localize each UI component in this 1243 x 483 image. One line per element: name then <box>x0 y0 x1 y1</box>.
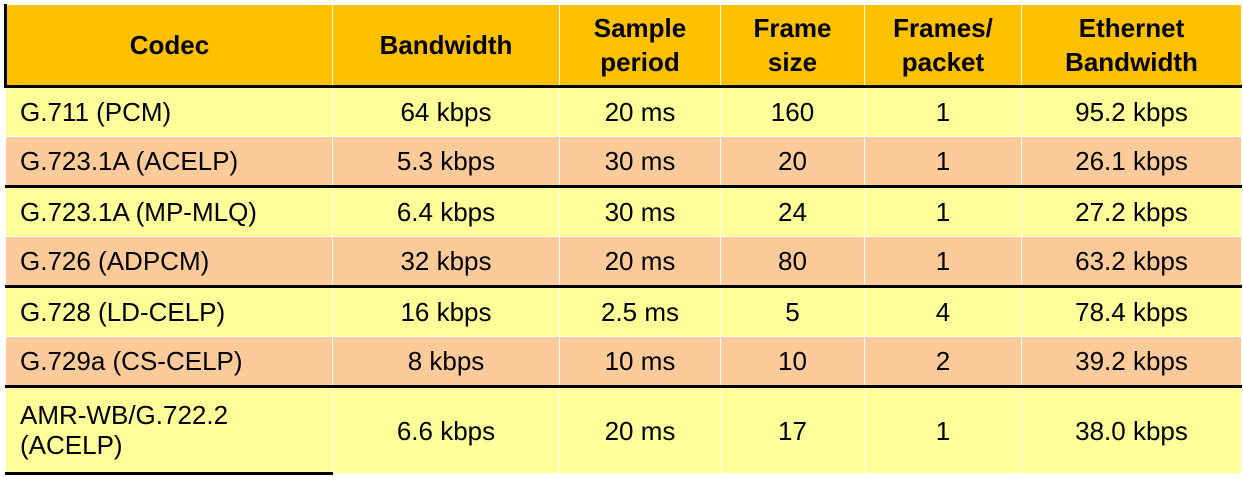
frame-size-cell: 17 <box>720 385 865 474</box>
ethernet-bandwidth-cell: 95.2 kbps <box>1021 86 1242 137</box>
header-bandwidth: Bandwidth <box>332 4 560 88</box>
codec-cell: G.729a (CS-CELP) <box>5 336 333 387</box>
bandwidth-cell: 8 kbps <box>332 336 560 387</box>
bandwidth-cell: 6.4 kbps <box>332 185 560 237</box>
sample-period-cell: 20 ms <box>559 385 721 474</box>
codec-cell: G.728 (LD-CELP) <box>5 285 333 337</box>
codec-cell: G.723.1A (ACELP) <box>5 136 333 187</box>
frame-size-cell: 80 <box>720 236 865 287</box>
bandwidth-cell: 6.6 kbps <box>332 385 560 474</box>
table-row: G.729a (CS-CELP) 8 kbps 10 ms 10 2 39.2 … <box>5 336 1242 387</box>
frame-size-cell: 5 <box>720 285 865 337</box>
header-frames-per-packet-line-1: Frames/ <box>893 13 993 43</box>
header-frame-size-line-1: Frame <box>753 13 832 43</box>
codec-cell: G.723.1A (MP-MLQ) <box>5 185 333 237</box>
frames-per-packet-cell: 1 <box>864 185 1022 237</box>
frames-per-packet-cell: 4 <box>864 285 1022 337</box>
ethernet-bandwidth-cell: 63.2 kbps <box>1021 236 1242 287</box>
header-frames-per-packet: Frames/packet <box>864 4 1022 88</box>
header-bandwidth-line-1: Bandwidth <box>379 30 513 60</box>
table-row: G.711 (PCM) 64 kbps 20 ms 160 1 95.2 kbp… <box>5 86 1242 137</box>
table-row: AMR-WB/G.722.2(ACELP) 6.6 kbps 20 ms 17 … <box>5 385 1242 475</box>
header-row: Codec Bandwidth Sample period Frame size F… <box>4 4 1242 88</box>
codec-cell: AMR-WB/G.722.2(ACELP) <box>5 385 333 475</box>
frames-per-packet-cell: 1 <box>864 385 1022 474</box>
bandwidth-cell: 64 kbps <box>332 86 560 137</box>
sample-period-cell: 2.5 ms <box>559 285 721 337</box>
header-ethernet-bandwidth-line-1: Ethernet <box>1078 13 1185 43</box>
bandwidth-cell: 5.3 kbps <box>332 136 560 187</box>
codec-cell: G.726 (ADPCM) <box>5 236 333 287</box>
table-row: G.723.1A (MP-MLQ) 6.4 kbps 30 ms 24 1 27… <box>5 185 1242 237</box>
table-row: G.728 (LD-CELP) 16 kbps 2.5 ms 5 4 78.4 … <box>5 285 1242 337</box>
frames-per-packet-cell: 1 <box>864 136 1022 187</box>
sample-period-cell: 20 ms <box>559 86 721 137</box>
frame-size-cell: 10 <box>720 336 865 387</box>
header-codec-line-1: Codec <box>129 30 210 60</box>
sample-period-cell: 30 ms <box>559 136 721 187</box>
ethernet-bandwidth-cell: 39.2 kbps <box>1021 336 1242 387</box>
frame-size-cell: 20 <box>720 136 865 187</box>
ethernet-bandwidth-cell: 78.4 kbps <box>1021 285 1242 337</box>
header-frame-size: Frame size <box>720 4 865 88</box>
header-sample-period-line-1: Sample <box>593 13 687 43</box>
table-row: G.726 (ADPCM) 32 kbps 20 ms 80 1 63.2 kb… <box>5 236 1242 287</box>
sample-period-cell: 10 ms <box>559 336 721 387</box>
codec-cell-line-1: AMR-WB/G.722.2 <box>20 400 229 430</box>
header-codec: Codec <box>4 4 333 88</box>
sample-period-cell: 30 ms <box>559 185 721 237</box>
frame-size-cell: 24 <box>720 185 865 237</box>
bandwidth-cell: 16 kbps <box>332 285 560 337</box>
ethernet-bandwidth-cell: 38.0 kbps <box>1021 385 1242 474</box>
sample-period-cell: 20 ms <box>559 236 721 287</box>
frames-per-packet-cell: 1 <box>864 236 1022 287</box>
header-frame-size-line-2: size <box>767 47 818 77</box>
header-frames-per-packet-line-2: packet <box>901 47 985 77</box>
codec-bandwidth-table: Codec Bandwidth Sample period Frame size F… <box>4 4 1242 475</box>
header-ethernet-bandwidth-line-2: Bandwidth <box>1065 47 1198 77</box>
header-sample-period-line-2: period <box>600 47 680 77</box>
table-row: G.723.1A (ACELP) 5.3 kbps 30 ms 20 1 26.… <box>5 136 1242 187</box>
frames-per-packet-cell: 2 <box>864 336 1022 387</box>
frame-size-cell: 160 <box>720 86 865 137</box>
bandwidth-cell: 32 kbps <box>332 236 560 287</box>
ethernet-bandwidth-cell: 27.2 kbps <box>1021 185 1242 237</box>
frames-per-packet-cell: 1 <box>864 86 1022 137</box>
codec-cell-line-2: (ACELP) <box>20 430 123 460</box>
codec-cell: G.711 (PCM) <box>5 86 333 137</box>
header-sample-period: Sample period <box>559 4 721 88</box>
ethernet-bandwidth-cell: 26.1 kbps <box>1021 136 1242 187</box>
